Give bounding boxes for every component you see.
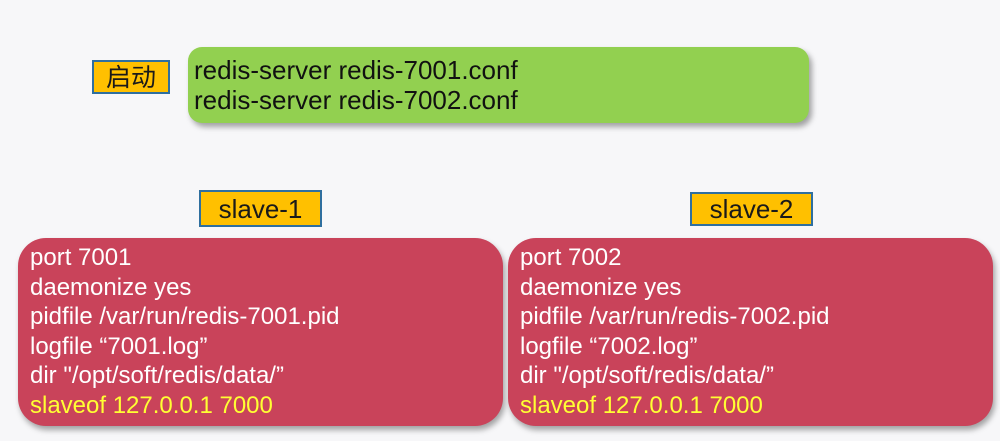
config-port-line: port 7002 <box>520 244 622 271</box>
slave-2-config-box: port 7002 daemonize yes pidfile /var/run… <box>508 238 993 426</box>
config-port-line: port 7001 <box>30 244 132 271</box>
config-daemonize-line: daemonize yes <box>30 273 192 301</box>
config-pidfile-line: pidfile /var/run/redis-7001.pid <box>30 303 340 330</box>
config-dir-line: dir "/opt/soft/redis/data/” <box>520 362 774 389</box>
config-daemonize-line: daemonize yes <box>520 273 682 301</box>
config-dir-line: dir "/opt/soft/redis/data/” <box>30 362 284 389</box>
config-logfile-line: logfile “7002.log” <box>520 332 698 360</box>
slave-1-config-box: port 7001 daemonize yes pidfile /var/run… <box>18 238 503 426</box>
slave-2-label: slave-2 <box>690 192 813 226</box>
config-slaveof-line: slaveof 127.0.0.1 7000 <box>520 391 763 419</box>
config-logfile-line: logfile “7001.log” <box>30 332 208 360</box>
config-pidfile-line: pidfile /var/run/redis-7002.pid <box>520 303 830 330</box>
slave-1-label: slave-1 <box>199 190 322 227</box>
config-slaveof-line: slaveof 127.0.0.1 7000 <box>30 391 273 419</box>
start-command-7001: redis-server redis-7001.conf <box>194 55 518 85</box>
start-label: 启动 <box>92 60 170 94</box>
start-commands-box: redis-server redis-7001.conf redis-serve… <box>188 47 809 123</box>
start-command-7002: redis-server redis-7002.conf <box>194 85 518 115</box>
